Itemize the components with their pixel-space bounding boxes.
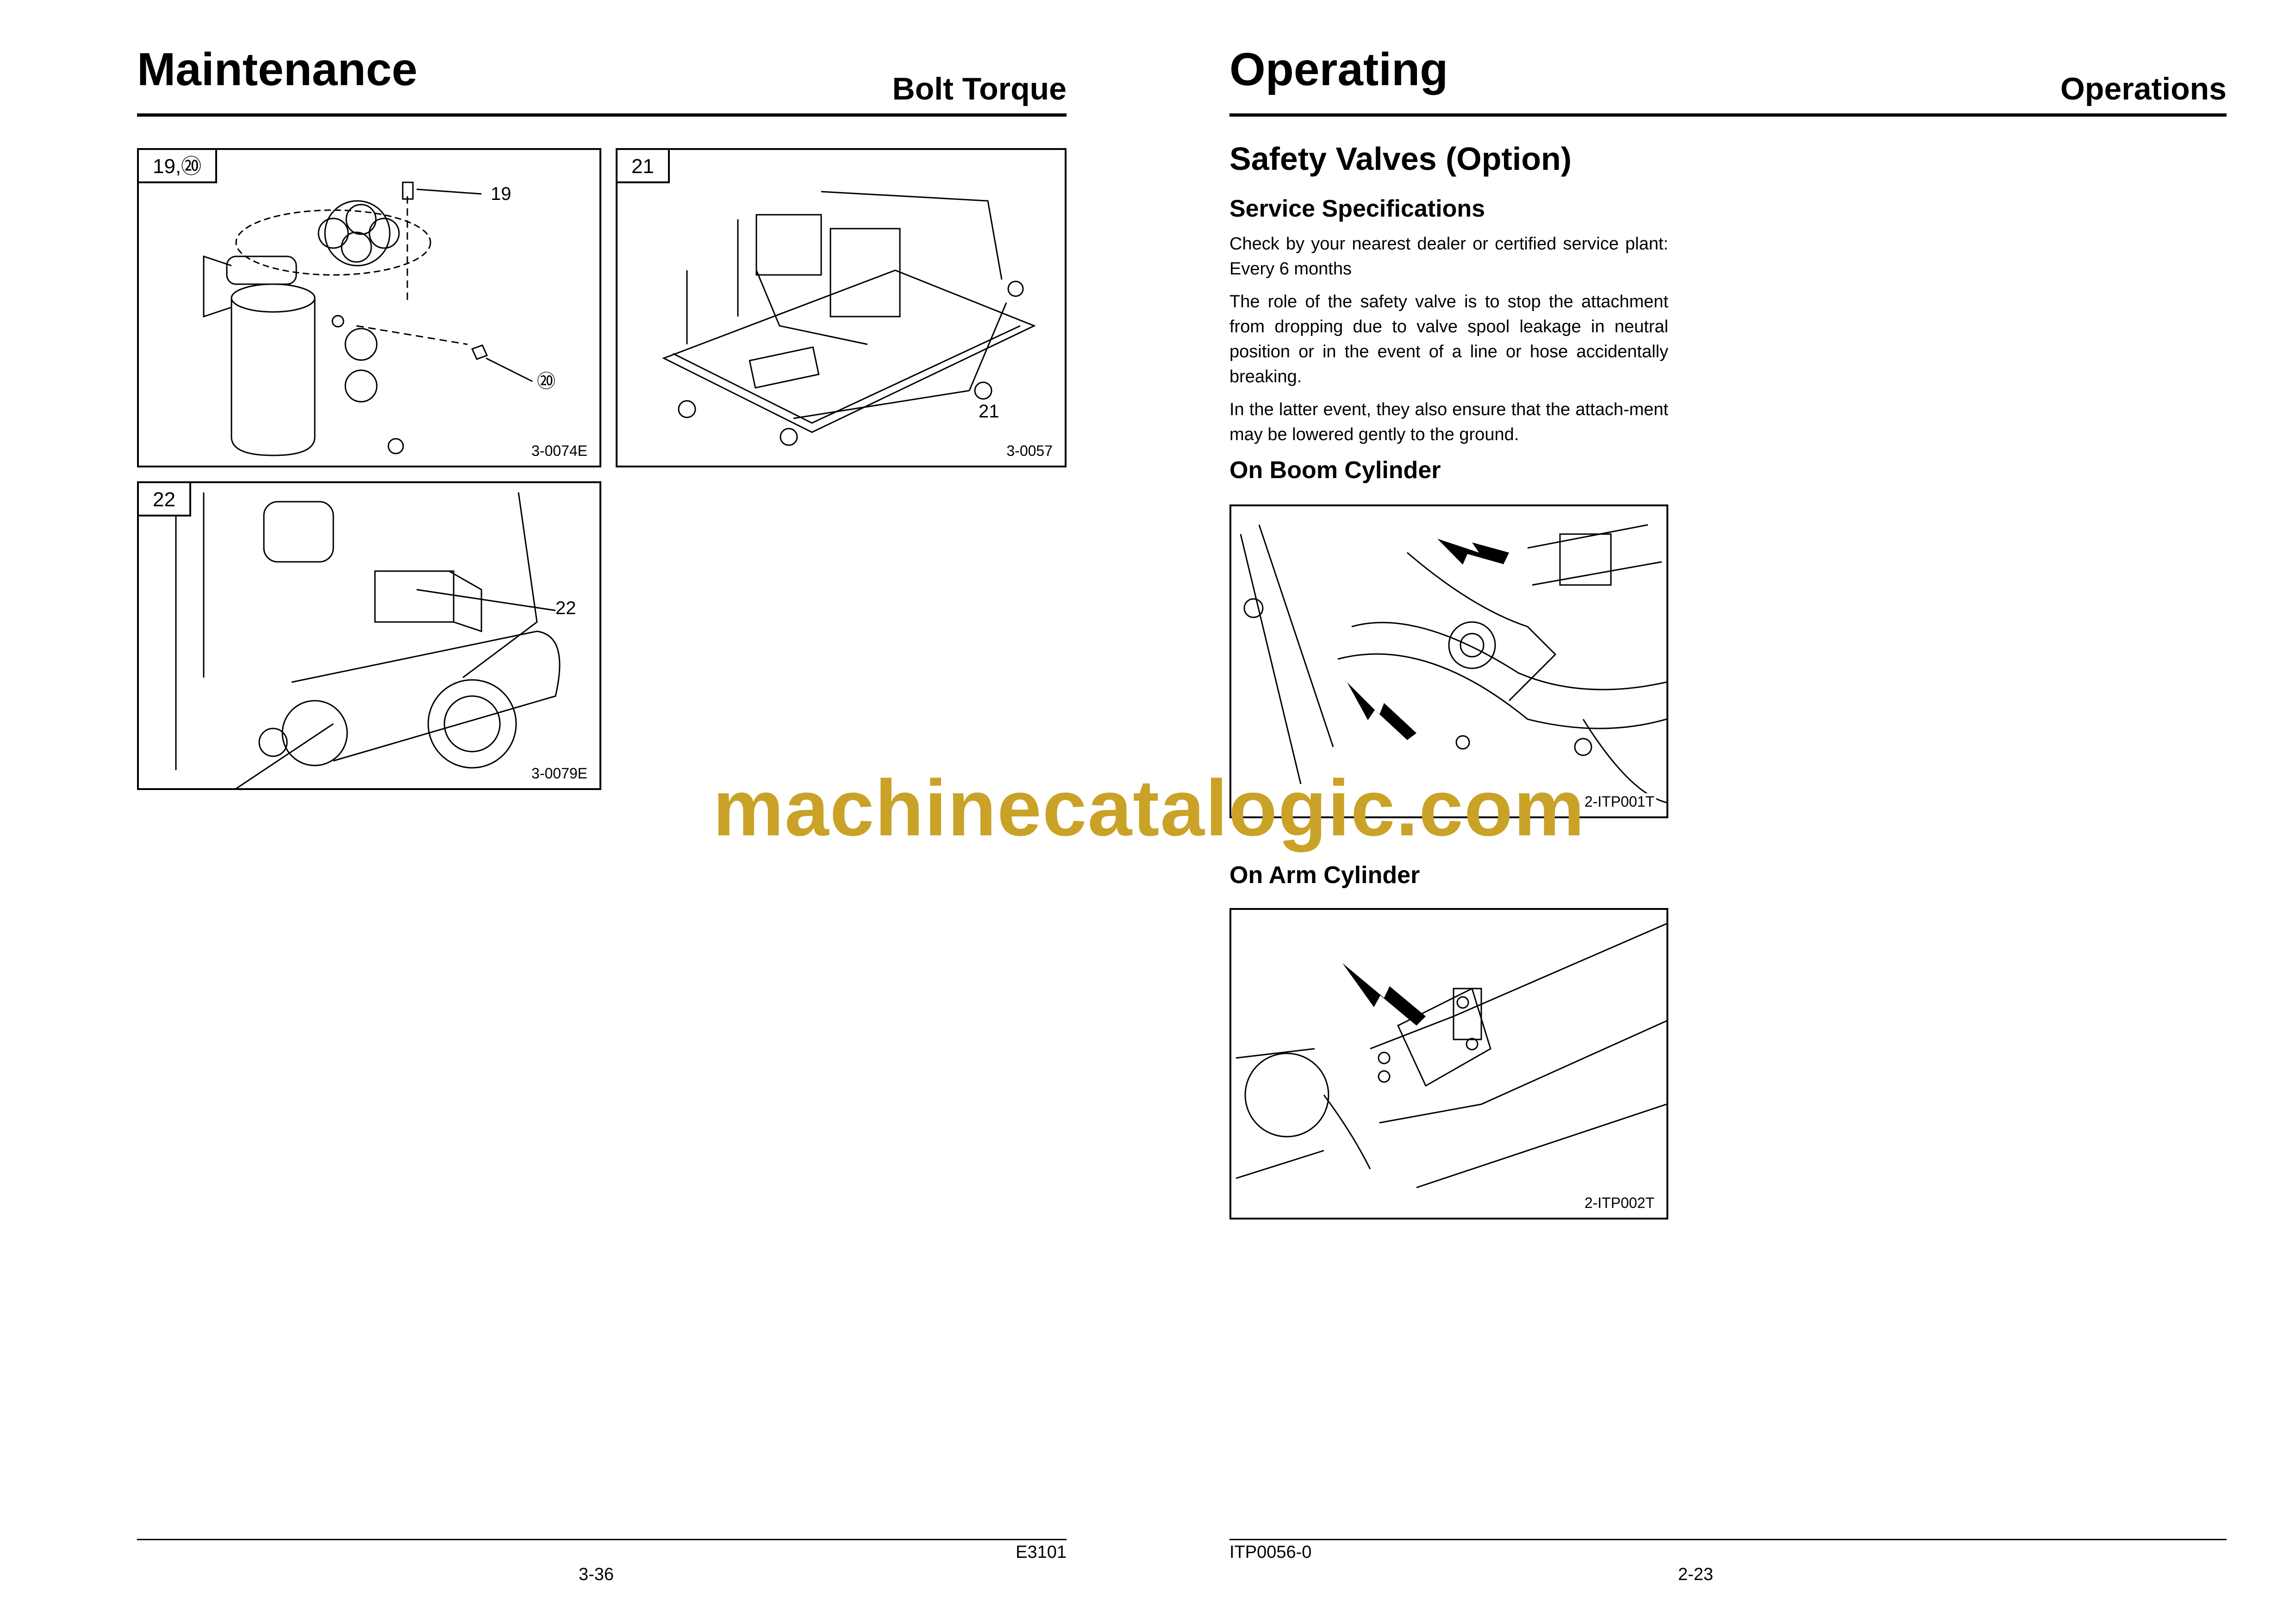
callout-20: ⑳ — [537, 371, 555, 392]
section-title: Bolt Torque — [892, 71, 1067, 106]
figure-code: 2-ITP001T — [1582, 793, 1656, 810]
boom-cylinder-drawing — [1240, 524, 1666, 803]
chapter-title: Maintenance — [137, 44, 418, 95]
arm-cylinder-heading: On Arm Cylinder — [1229, 862, 1420, 889]
right-page: Operating Operations Safety Valves (Opti… — [1148, 0, 2296, 1624]
figure-code: 3-0079E — [530, 765, 589, 782]
callout-21: 21 — [979, 401, 999, 422]
header-rule — [1229, 113, 2227, 117]
footer-rule — [137, 1539, 1067, 1540]
figure-swivel-joint: 19,⑳ 19 ⑳ 3-0074E — [137, 148, 601, 467]
chapter-title: Operating — [1229, 44, 1448, 95]
battery-area-drawing — [175, 492, 561, 788]
paragraph-interval: Check by your nearest dealer or certifie… — [1229, 234, 1668, 279]
callout-22: 22 — [555, 598, 576, 618]
figure-label: 21 — [618, 150, 670, 183]
paragraph-lowering: In the latter event, they also ensure th… — [1229, 400, 1668, 444]
footer-doc-code: E3101 — [1016, 1543, 1067, 1562]
service-spec-heading: Service Specifications — [1229, 195, 1485, 222]
safety-valves-title: Safety Valves (Option) — [1229, 141, 1572, 177]
figure-arm-cylinder: 2-ITP002T — [1229, 908, 1668, 1220]
footer-doc-code: ITP0056-0 — [1229, 1543, 1312, 1562]
figure-code: 3-0074E — [530, 442, 589, 459]
figure-cab-floor: 21 21 3-0057 — [616, 148, 1067, 467]
header-rule — [137, 113, 1067, 117]
watermark: machinecatalogic.com — [713, 764, 1585, 852]
paragraph-role: The role of the safety valve is to stop … — [1229, 292, 1668, 386]
figure-label: 19,⑳ — [139, 150, 218, 183]
boom-cylinder-heading: On Boom Cylinder — [1229, 457, 1441, 484]
page-number: 3-36 — [579, 1565, 614, 1584]
left-page: Maintenance Bolt Torque — [137, 44, 1067, 1584]
section-title: Operations — [2060, 71, 2227, 106]
figure-code: 2-ITP002T — [1582, 1195, 1656, 1211]
figure-battery-area: 22 22 3-0079E — [137, 481, 601, 790]
figure-boom-cylinder: 2-ITP001T — [1229, 504, 1668, 818]
callout-19: 19 — [491, 184, 512, 204]
page-number: 2-23 — [1678, 1565, 1714, 1584]
cab-floor-drawing — [662, 191, 1036, 446]
arm-cylinder-drawing — [1235, 923, 1666, 1188]
figure-label: 22 — [139, 483, 191, 516]
swivel-joint-drawing — [203, 181, 533, 456]
footer-rule — [1229, 1539, 2227, 1540]
figure-code: 3-0057 — [1004, 442, 1054, 459]
